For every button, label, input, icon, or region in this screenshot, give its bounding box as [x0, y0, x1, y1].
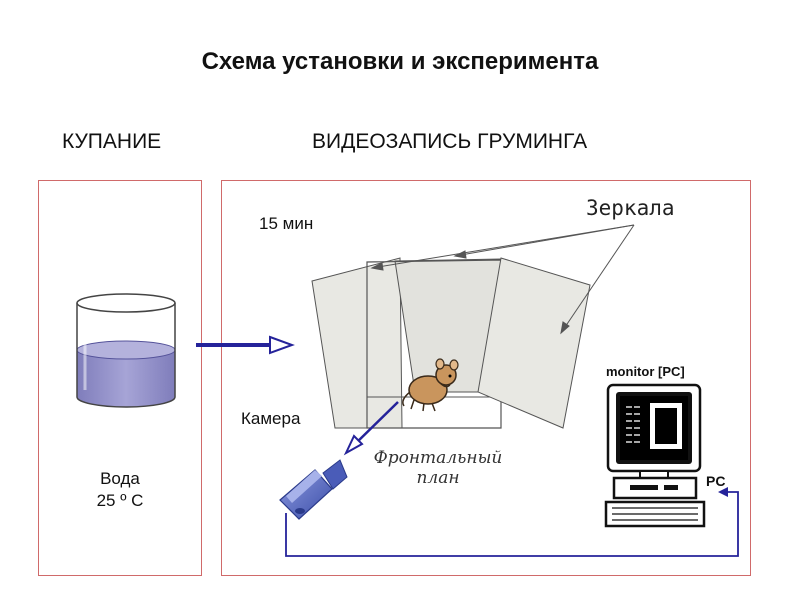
- camera-pc-cable: [285, 487, 739, 557]
- camera-label: Камера: [241, 409, 301, 428]
- right-mirror: [477, 257, 591, 429]
- beaker-icon: [76, 293, 176, 408]
- mirror-pointers: [370, 224, 635, 335]
- mirrors-label: Зеркала: [586, 196, 675, 220]
- duration-label: 15 мин: [259, 214, 314, 233]
- heading-bathing: КУПАНИЕ: [62, 130, 162, 153]
- water-label-line1: Вода: [100, 469, 140, 488]
- computer-monitor-icon: [604, 383, 706, 528]
- mouse-icon: [402, 358, 459, 412]
- frontal-view-label: Фронтальный план: [348, 448, 528, 488]
- frontal-view-line1: Фронтальный: [373, 448, 503, 468]
- monitor-label: monitor [PC]: [606, 364, 685, 379]
- heading-recording: ВИДЕОЗАПИСЬ ГРУМИНГА: [312, 130, 588, 153]
- frontal-view-line2: план: [416, 468, 460, 488]
- water-label: Вода 25 º С: [38, 468, 202, 512]
- left-mirror: [311, 257, 403, 429]
- pc-label: PC: [706, 473, 726, 489]
- water-label-line2: 25 º С: [96, 491, 144, 510]
- video-camera-icon: [279, 459, 348, 520]
- transfer-arrow: [196, 335, 295, 355]
- page-title: Схема установки и эксперимента: [201, 48, 599, 75]
- camera-view-arrow: [343, 401, 399, 456]
- arena-box: [366, 259, 502, 429]
